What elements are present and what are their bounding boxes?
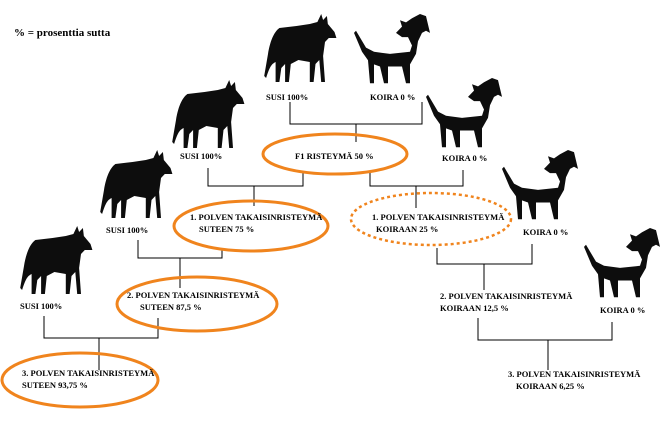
left3-highlight-ring [0,351,160,409]
right1-dashed-ring [349,191,513,247]
left-gen1-line2: SUTEEN 75 % [199,224,254,234]
left2-highlight-ring [115,275,279,333]
left-gen3-line2: SUTEEN 93,75 % [22,380,88,390]
label-dog-top: KOIRA 0 % [370,92,415,102]
right-gen2-line2: KOIRAAN 12,5 % [440,303,509,313]
wolf-icon-gen2 [100,150,173,218]
left-gen2-line2: SUTEEN 87,5 % [140,302,202,312]
dog-icon-gen3 [584,228,660,298]
wolf-icon-gen1 [172,80,245,148]
left1-highlight-ring [172,199,330,253]
label-f1: F1 RISTEYMÄ 50 % [295,151,374,161]
label-wolf-top: SUSI 100% [266,92,308,102]
label-wolf-gen3: SUSI 100% [20,301,62,311]
dog-icon-gen2 [502,150,578,220]
wolf-icon-gen3 [20,226,93,294]
right-gen3-line1: 3. POLVEN TAKAISINRISTEYMÄ [508,369,641,379]
right-gen2-line1: 2. POLVEN TAKAISINRISTEYMÄ [440,291,573,301]
label-dog-gen2: KOIRA 0 % [523,227,568,237]
left-gen3-line1: 3. POLVEN TAKAISINRISTEYMÄ [22,368,155,378]
left-gen1-line1: 1. POLVEN TAKAISINRISTEYMÄ [190,212,323,222]
dog-icon-top [354,14,430,84]
right-gen1-line1: 1. POLVEN TAKAISINRISTEYMÄ [372,212,505,222]
label-wolf-gen1: SUSI 100% [180,151,222,161]
left-gen2-line1: 2. POLVEN TAKAISINRISTEYMÄ [127,290,260,300]
right-gen1-line2: KOIRAAN 25 % [376,224,438,234]
dog-icon-gen1 [426,78,502,148]
label-dog-gen3: KOIRA 0 % [600,305,645,315]
label-wolf-gen2: SUSI 100% [106,225,148,235]
connector-lines [43,102,613,370]
wolf-icon-top [264,14,337,82]
label-dog-gen1: KOIRA 0 % [442,153,487,163]
legend-text: % = prosenttia sutta [14,27,111,39]
right-gen3-line2: KOIRAAN 6,25 % [516,381,585,391]
f1-highlight-ring [261,132,409,176]
